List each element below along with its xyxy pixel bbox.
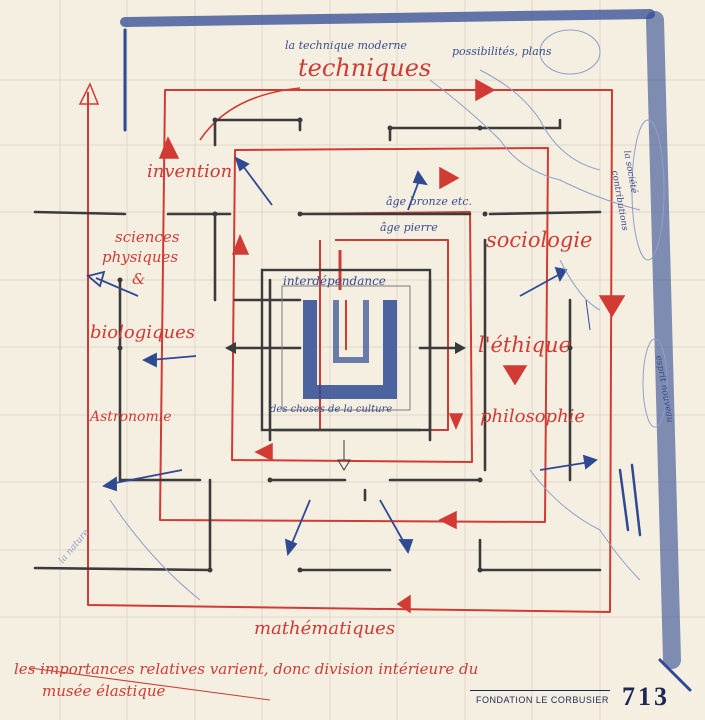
caption-line-1: les importances relatives varient, donc … <box>14 660 479 678</box>
label-techniques: techniques <box>298 54 432 82</box>
caption-line-2: musée élastique <box>42 682 166 700</box>
label-ethique: l'éthique <box>478 333 571 357</box>
foundation-stamp: FONDATION LE CORBUSIER <box>476 695 609 705</box>
label-invention: invention <box>147 161 233 182</box>
label-interdependance: interdépendance <box>283 274 386 288</box>
graphite-dots <box>117 117 573 573</box>
label-astronomie: Astronomie <box>90 409 172 425</box>
red-arrows <box>78 78 626 614</box>
label-age-bronze: âge bronze etc. <box>386 195 473 208</box>
label-biologiques: biologiques <box>90 322 195 343</box>
red-spiral <box>29 87 613 701</box>
archive-number: 713 <box>622 682 670 711</box>
central-core <box>225 268 466 471</box>
label-sciences-1: sciences <box>115 228 180 246</box>
label-sciences-3: & <box>132 270 146 288</box>
label-technique-moderne: la technique moderne <box>285 39 407 52</box>
label-mathematiques: mathématiques <box>254 618 396 639</box>
label-philosophie: philosophie <box>480 406 586 427</box>
label-sciences-2: physiques <box>102 248 179 266</box>
label-choses-culture: des choses de la culture <box>270 404 393 415</box>
label-sociologie: sociologie <box>486 228 593 252</box>
label-possibilites: possibilités, plans <box>452 45 552 58</box>
label-age-pierre: âge pierre <box>380 221 438 234</box>
faint-annotations <box>109 29 668 601</box>
blue-arrows <box>86 156 598 557</box>
blue-border <box>120 9 692 692</box>
stamp-rule <box>470 690 610 691</box>
